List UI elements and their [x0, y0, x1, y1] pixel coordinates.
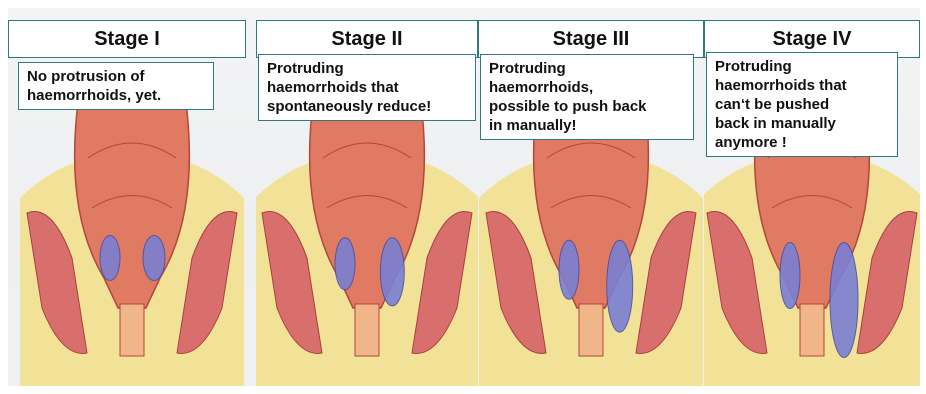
haemorrhoid-left — [335, 238, 355, 290]
stage-4-line-4: back in manually — [715, 114, 889, 133]
haemorrhoid-right — [607, 240, 633, 332]
anal-canal — [800, 304, 824, 356]
stage-3-panel: Stage III Protruding haemorrhoids, possi… — [478, 8, 704, 386]
stage-2-panel: Stage II Protruding haemorrhoids that sp… — [256, 8, 478, 386]
stage-4-line-3: can‘t be pushed — [715, 95, 889, 114]
stage-4-line-2: haemorrhoids that — [715, 76, 889, 95]
anal-canal — [355, 304, 379, 356]
stage-1-line-1: No protrusion of — [27, 67, 205, 86]
stage-2-line-3: spontaneously reduce! — [267, 97, 467, 116]
stage-4-line-1: Protruding — [715, 57, 889, 76]
stage-3-line-2: haemorrhoids, — [489, 78, 685, 97]
stage-4-panel: Stage IV Protruding haemorrhoids that ca… — [704, 8, 920, 386]
haemorrhoid-left — [780, 243, 800, 309]
anal-canal — [120, 304, 144, 356]
haemorrhoid-left — [559, 240, 579, 299]
stage-1-line-2: haemorrhoids, yet. — [27, 86, 205, 105]
stage-1-panel: Stage I No protrusion of haemorrhoids, y… — [8, 8, 256, 386]
anal-canal — [579, 304, 603, 356]
haemorrhoid-left — [100, 236, 120, 281]
haemorrhoid-right — [143, 236, 165, 281]
stage-3-line-3: possible to push back — [489, 97, 685, 116]
stage-3-line-4: in manually! — [489, 116, 685, 135]
stage-3-description: Protruding haemorrhoids, possible to pus… — [480, 54, 694, 140]
stage-1-title: Stage I — [8, 20, 246, 58]
stage-4-description: Protruding haemorrhoids that can‘t be pu… — [706, 52, 898, 157]
haemorrhoid-right — [380, 238, 404, 306]
stage-3-line-1: Protruding — [489, 59, 685, 78]
stage-2-title: Stage II — [256, 20, 478, 58]
stage-1-description: No protrusion of haemorrhoids, yet. — [18, 62, 214, 110]
stage-4-line-5: anymore ! — [715, 133, 889, 152]
stage-2-line-1: Protruding — [267, 59, 467, 78]
haemorrhoid-right — [830, 243, 858, 358]
stage-2-line-2: haemorrhoids that — [267, 78, 467, 97]
stage-2-description: Protruding haemorrhoids that spontaneous… — [258, 54, 476, 121]
stage-3-title: Stage III — [478, 20, 704, 58]
